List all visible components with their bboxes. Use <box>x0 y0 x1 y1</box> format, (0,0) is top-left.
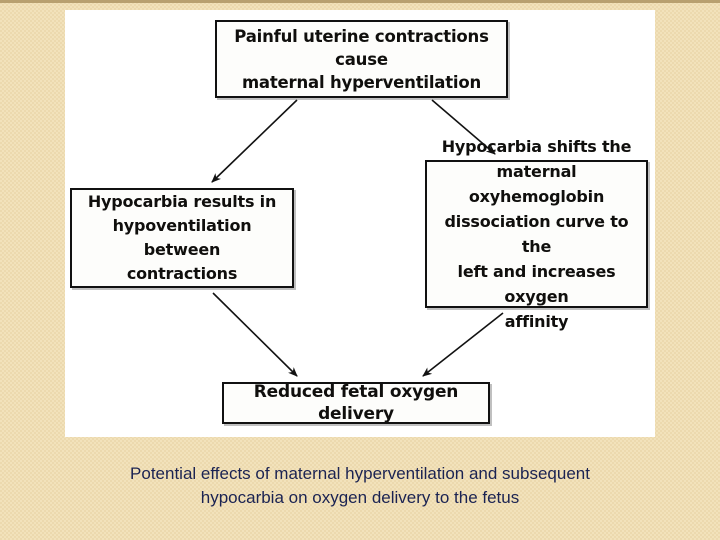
flow-node-left-label: Hypocarbia results in hypoventilation be… <box>87 192 277 283</box>
flow-node-left: Hypocarbia results in hypoventilation be… <box>70 188 294 288</box>
caption-line-2: hypocarbia on oxygen delivery to the fet… <box>200 488 520 507</box>
figure-panel: Painful uterine contractions cause mater… <box>65 10 655 437</box>
edge-left-to-bottom <box>212 292 298 377</box>
edge-top-to-left <box>211 99 298 183</box>
flow-node-bottom-label: Reduced fetal oxygen delivery <box>253 382 459 424</box>
flow-node-top-label: Painful uterine contractions cause mater… <box>234 26 489 92</box>
edge-right-to-bottom <box>422 312 504 377</box>
flowchart-connectors <box>211 99 504 377</box>
flow-node-top: Painful uterine contractions cause mater… <box>215 20 508 98</box>
flow-node-right-label: Hypocarbia shifts the maternal oxyhemogl… <box>441 137 632 331</box>
slide-caption: Potential effects of maternal hyperventi… <box>0 462 720 510</box>
flow-node-right: Hypocarbia shifts the maternal oxyhemogl… <box>425 137 648 331</box>
caption-line-1: Potential effects of maternal hyperventi… <box>130 464 590 483</box>
top-border-rule <box>0 0 720 3</box>
edge-top-to-right <box>431 99 496 155</box>
flow-node-bottom: Reduced fetal oxygen delivery <box>222 382 490 424</box>
